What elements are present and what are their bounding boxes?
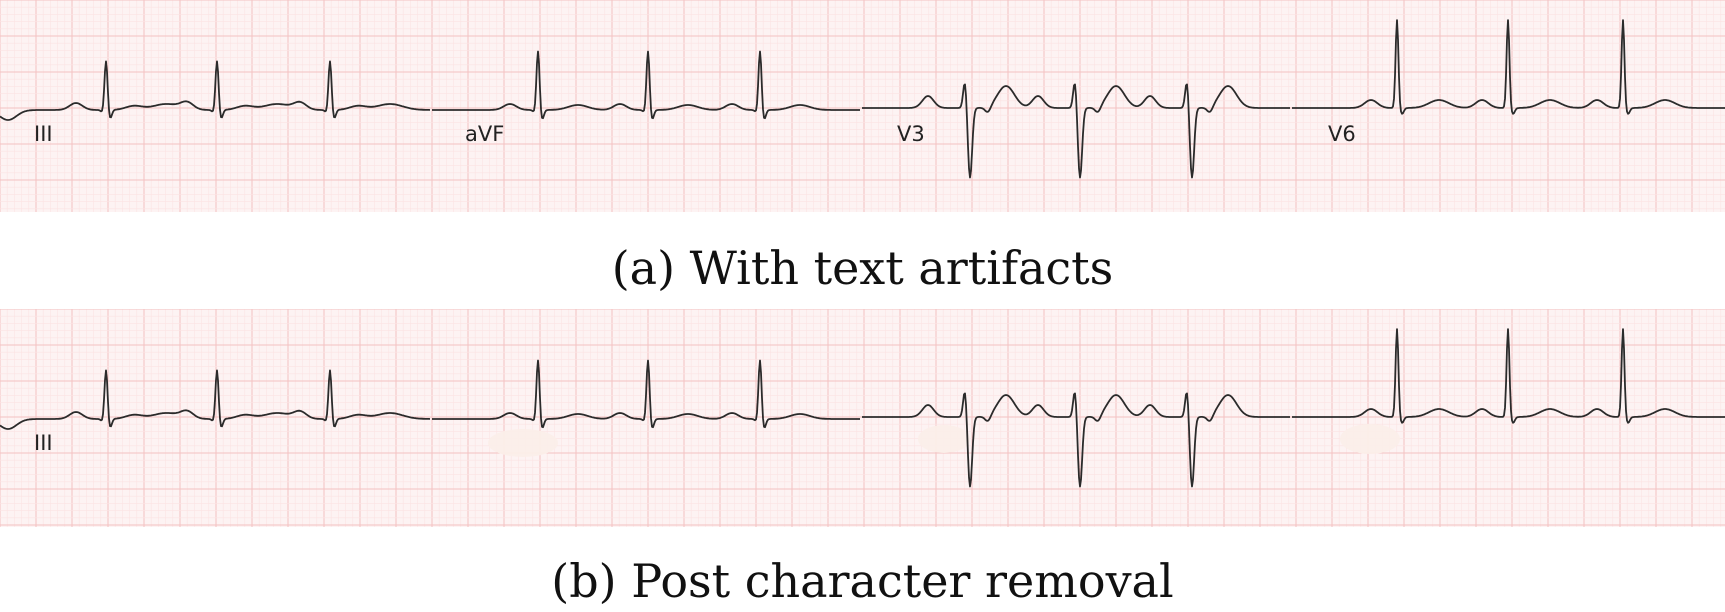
lead-label: aVF <box>465 122 504 146</box>
ecg-trace-segment <box>0 369 431 430</box>
erased-text-patch <box>918 425 970 453</box>
ecg-trace-segment <box>1292 19 1725 115</box>
ecg-paper-background <box>0 309 1725 527</box>
ecg-trace-segment <box>432 359 860 429</box>
lead-label: V3 <box>897 122 925 146</box>
ecg-strip-with-text: III aVF V3 V6 <box>0 0 1725 212</box>
ecg-grid <box>0 0 1725 212</box>
lead-label: V6 <box>1328 122 1356 146</box>
erased-text-patch <box>488 429 558 457</box>
ecg-strip-post-removal: III <box>0 309 1725 527</box>
ecg-trace-segment <box>432 50 860 120</box>
erased-text-patch <box>1340 424 1400 454</box>
ecg-trace-segment <box>0 60 431 121</box>
ecg-panel-with-text: III aVF V3 V6 <box>0 0 1725 212</box>
caption-panel-b: (b) Post character removal <box>551 554 1174 608</box>
ecg-panel-post-removal: III <box>0 309 1725 527</box>
ecg-trace-segment <box>862 392 1290 488</box>
ecg-trace-segment <box>1292 328 1725 424</box>
ecg-grid <box>0 309 1725 527</box>
ecg-trace-segment <box>862 83 1290 179</box>
caption-panel-a: (a) With text artifacts <box>611 241 1114 295</box>
lead-label: III <box>34 431 53 455</box>
lead-label: III <box>34 122 53 146</box>
